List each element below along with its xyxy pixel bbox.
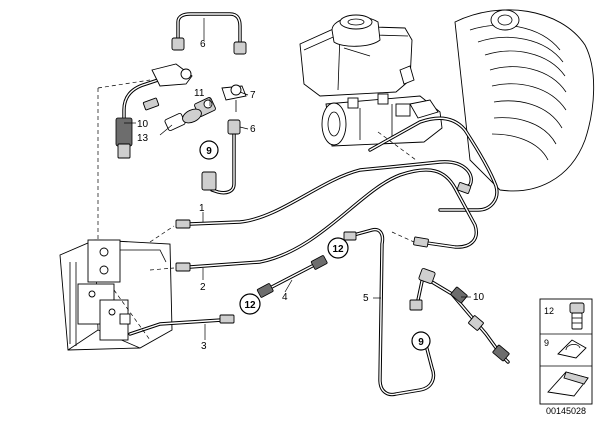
callout-6-side: 6 [250,124,256,135]
legend-label-12: 12 [544,306,554,316]
callout-2: 2 [200,282,206,293]
svg-text:9: 9 [206,146,212,157]
circle-callout-12-low [239,293,261,315]
abs-hydraulic-unit [59,239,173,351]
circle-callout-9-low [411,331,431,351]
svg-text:9: 9 [418,337,424,348]
callout-10-left: 10 [137,119,149,130]
svg-text:12: 12 [244,300,256,311]
brake-hose-4 [256,255,328,298]
brake-pipe-3 [128,314,235,336]
legend-label-9: 9 [544,338,549,348]
circled-callouts: 9 12 12 9 [199,140,431,351]
callout-11: 11 [194,88,205,99]
leader-lines [124,18,471,340]
brake-pipe-6-side [201,119,241,195]
callout-4: 4 [282,292,288,303]
hose-10-right [409,268,510,364]
callout-5: 5 [363,293,369,304]
callout-7: 7 [250,90,256,101]
brake-booster [454,9,595,192]
parts-legend: 12 9 [539,298,593,405]
callout-3: 3 [201,341,207,352]
callout-labels: 6 11 7 10 13 6 1 2 3 4 5 10 [137,39,485,352]
callout-1: 1 [199,203,205,214]
brake-pipe-5 [343,227,436,397]
brake-pipe-2 [175,168,478,272]
brake-pipe-6-top [171,12,247,55]
clip-icon [557,339,587,359]
circle-callout-12-mid [327,237,349,259]
wedge-icon [547,371,589,397]
callout-10-right: 10 [473,292,485,303]
callout-13: 13 [137,133,149,144]
master-cylinder [299,14,443,147]
union-nut-icon [569,302,585,330]
circle-callout-9-top [199,140,219,160]
reference-number: 00145028 [546,406,586,416]
callout-6-top: 6 [200,39,206,50]
svg-text:12: 12 [332,244,344,255]
brake-pipe-1 [175,116,499,229]
assembly-guides [97,79,417,341]
hose-10-assembly [115,63,247,159]
